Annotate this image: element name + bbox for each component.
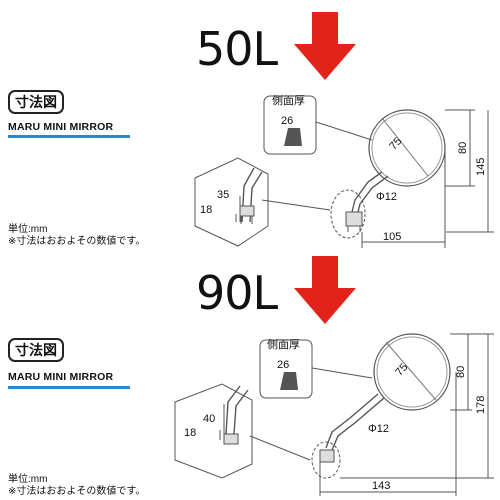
thickness-profile — [284, 128, 302, 146]
mirror-height-value: 80 — [457, 142, 469, 154]
width-value: 105 — [383, 231, 401, 243]
section-heading-50l: 50L — [196, 22, 278, 76]
mirror-height-value: 80 — [455, 366, 467, 378]
thickness-callout — [259, 339, 313, 399]
thread-value: 18 — [184, 427, 196, 439]
thickness-title: 側面厚 — [267, 338, 300, 351]
down-arrow-icon — [294, 256, 356, 324]
blue-rule — [8, 386, 130, 389]
down-arrow-icon — [294, 12, 356, 80]
section-heading-90l: 90L — [196, 266, 278, 320]
thickness-title: 側面厚 — [272, 94, 305, 107]
unit-label: 単位:mm — [8, 224, 48, 235]
thickness-callout — [263, 95, 317, 155]
approx-note: ※寸法はおおよその数値です。 — [8, 486, 146, 497]
stem-detail-callout — [174, 383, 253, 479]
approx-note: ※寸法はおおよその数値です。 — [8, 236, 146, 247]
dimension-badge: 寸法図 — [8, 338, 64, 362]
total-height-value: 178 — [475, 396, 487, 414]
mirror-stem — [351, 171, 383, 213]
zoom-ring — [330, 189, 366, 239]
mirror-diagram-90l: 側面厚 26 75 80 178 40 18 Φ12 143 — [174, 333, 494, 496]
blue-rule — [8, 135, 130, 138]
rod-diameter-value: Φ12 — [376, 191, 397, 203]
stem-detail-callout — [194, 157, 269, 247]
mirror-head — [368, 109, 446, 187]
stem-height-value: 40 — [203, 413, 215, 425]
mirror-head — [373, 333, 451, 411]
diameter-value: 75 — [387, 135, 404, 152]
unit-label: 単位:mm — [8, 474, 48, 485]
thickness-profile — [280, 372, 298, 390]
thickness-value: 26 — [277, 359, 289, 371]
total-height-value: 145 — [475, 158, 487, 176]
dimension-badge: 寸法図 — [8, 90, 64, 114]
thread-value: 18 — [200, 204, 212, 216]
zoom-ring — [311, 441, 341, 479]
rod-diameter-value: Φ12 — [368, 423, 389, 435]
product-name: MARU MINI MIRROR — [8, 371, 114, 383]
thickness-value: 26 — [281, 115, 293, 127]
stem-height-value: 35 — [217, 189, 229, 201]
product-name: MARU MINI MIRROR — [8, 121, 114, 133]
diameter-value: 75 — [393, 361, 410, 378]
mirror-stem — [325, 393, 379, 449]
width-value: 143 — [372, 480, 390, 492]
mirror-diagram-50l: 側面厚 26 75 80 145 35 18 Φ12 105 — [194, 94, 494, 248]
